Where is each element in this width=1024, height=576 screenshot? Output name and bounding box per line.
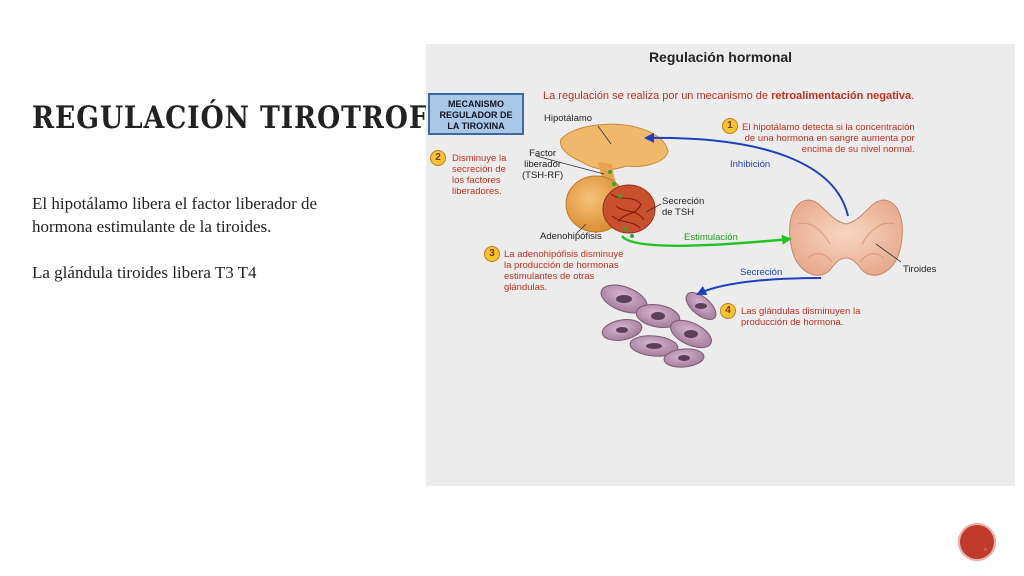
step-1-line-2: de una hormona en sangre aumenta por	[744, 133, 915, 144]
slide-nav-button-icon: ○	[983, 547, 987, 553]
label-hipotalamo: Hipotálamo	[544, 113, 593, 124]
step-4-badge: 4	[720, 303, 736, 319]
label-inhibicion: Inhibición	[730, 159, 771, 170]
secrecion-tsh-line-1: Secreción	[662, 196, 705, 207]
step-3-line-3: estimulantes de otras	[504, 271, 595, 282]
green-hormone-dots	[608, 170, 634, 238]
step-2-badge: 2	[430, 150, 446, 166]
lead-emphasis: retroalimentación negativa	[771, 90, 912, 102]
hypothalamus-shape	[559, 123, 669, 170]
diagram-title: Regulación hormonal	[648, 49, 793, 65]
step-2-line-3: los factores	[452, 175, 501, 186]
lead-text: La regulación se realiza por un mecanism…	[543, 90, 769, 102]
label-adenohipofisis: Adenohipófisis	[540, 231, 602, 242]
factor-line-2: liberador	[524, 159, 562, 170]
step-2-line-2: secreción de	[452, 164, 506, 175]
body-paragraph-2: La glándula tiroides libera T3 T4	[32, 263, 257, 282]
thyroid-shape	[789, 199, 903, 276]
step-4-line-2: producción de hormona.	[741, 317, 844, 328]
mechanism-line-2: REGULADOR DE	[439, 110, 513, 120]
step-2-text: Disminuye la secreción de los factores l…	[452, 153, 506, 197]
step-4-line-1: Las glándulas disminuyen la	[741, 306, 861, 317]
step-2-line-4: liberadores.	[452, 186, 502, 197]
cell-nuclei	[616, 295, 707, 361]
mechanism-line-1: MECANISMO	[448, 99, 504, 109]
step-3-text: La adenohipófisis disminuye la producció…	[504, 249, 623, 293]
step-2-line-1: Disminuye la	[452, 153, 507, 164]
step-3-line-4: glándulas.	[504, 282, 548, 293]
slide-nav-button[interactable]: ○	[958, 523, 996, 561]
mechanism-line-3: LA TIROXINA	[447, 121, 505, 131]
step-1-line-1: El hipotálamo detecta si la concentració…	[742, 122, 915, 133]
hormonal-regulation-diagram: Regulación hormonal MECANISMO REGULADOR …	[426, 44, 1015, 486]
slide-body: El hipotálamo libera el factor liberador…	[32, 192, 362, 307]
factor-line-3: (TSH-RF)	[522, 170, 564, 181]
label-tiroides: Tiroides	[903, 264, 937, 275]
step-1-badge: 1	[722, 118, 738, 134]
inhibition-arrow	[644, 132, 849, 217]
label-factor-liberador: Factor liberador (TSH-RF)	[522, 148, 563, 181]
secretion-arrow	[696, 277, 822, 295]
secrecion-tsh-line-2: de TSH	[662, 207, 695, 218]
step-3-line-2: la producción de hormonas	[504, 260, 619, 271]
label-secrecion-tsh: Secreción de TSH	[662, 196, 704, 218]
label-pointer-lines	[535, 125, 902, 263]
feedback-lead-text: La regulación se realiza por un mecanism…	[543, 90, 915, 102]
target-cells	[600, 284, 717, 368]
step-3-line-1: La adenohipófisis disminuye	[504, 249, 624, 260]
step-4-text: Las glándulas disminuyen la producción d…	[741, 306, 860, 328]
stimulation-arrow	[620, 234, 792, 247]
step-3-badge: 3	[484, 246, 500, 262]
label-secrecion: Secreción	[740, 267, 783, 278]
step-1-text: El hipotálamo detecta si la concentració…	[742, 122, 915, 155]
step-1-line-3: encima de su nivel normal.	[801, 144, 915, 155]
body-paragraph-1: El hipotálamo libera el factor liberador…	[32, 194, 318, 236]
label-estimulacion: Estimulación	[684, 232, 738, 243]
factor-line-1: Factor	[529, 148, 557, 159]
posterior-pituitary-shape	[602, 184, 656, 234]
mechanism-box: MECANISMO REGULADOR DE LA TIROXINA	[428, 93, 524, 135]
diagram-illustration	[535, 123, 903, 368]
